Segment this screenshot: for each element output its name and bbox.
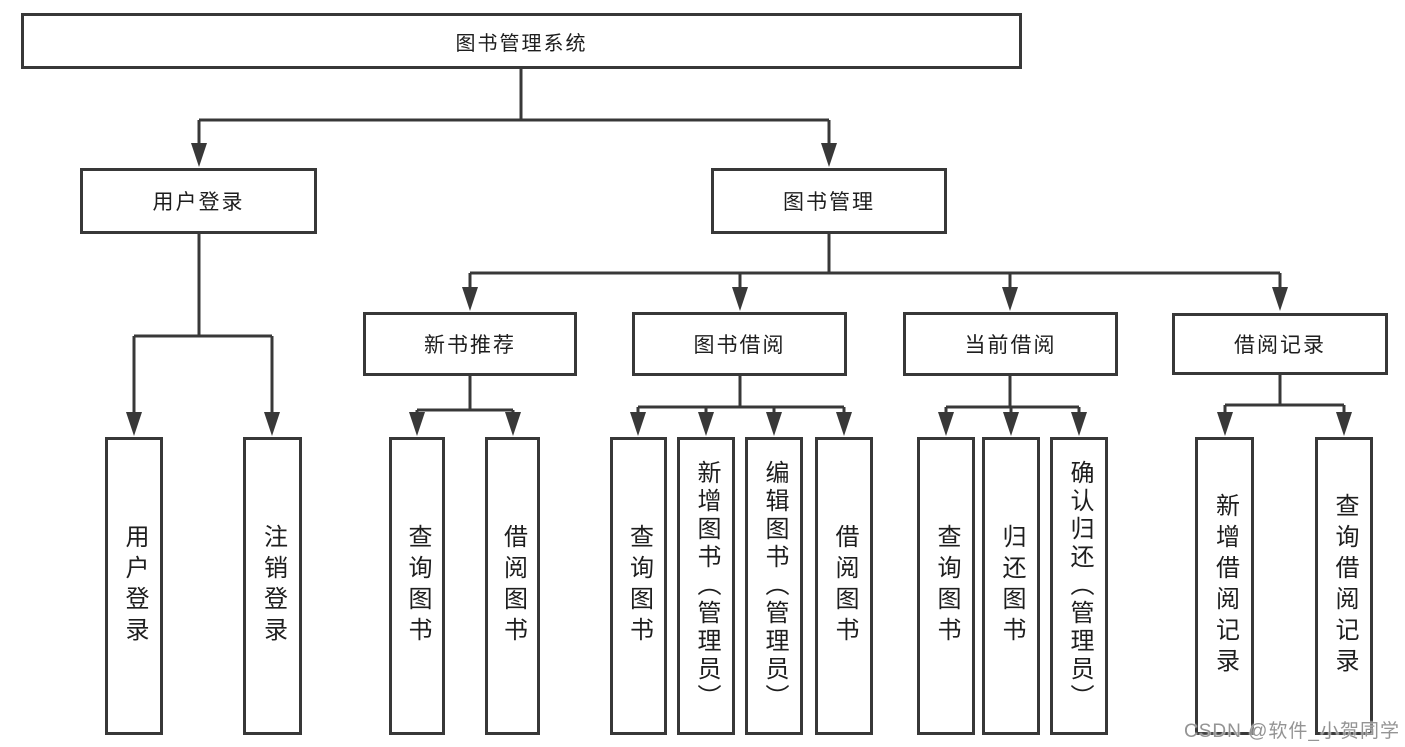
- leaf-query-books-borrowing-label: 查询图书: [625, 524, 653, 648]
- leaf-query-books-current-label: 查询图书: [933, 524, 960, 648]
- leaf-add-books-admin-label: 新增图书（管理员）: [693, 460, 720, 712]
- node-book-borrowing-label: 图书借阅: [693, 334, 786, 357]
- node-book-management: 图书管理: [711, 168, 947, 234]
- leaf-confirm-return-admin-label: 确认归还（管理员）: [1066, 460, 1093, 712]
- leaf-user-login: 用户登录: [105, 437, 163, 735]
- leaf-borrow-books: 借阅图书: [815, 437, 873, 735]
- leaf-query-borrow-record: 查询借阅记录: [1315, 437, 1373, 735]
- leaf-add-borrow-record: 新增借阅记录: [1195, 437, 1254, 735]
- leaf-add-borrow-record-label: 新增借阅记录: [1211, 493, 1239, 679]
- leaf-confirm-return-admin: 确认归还（管理员）: [1050, 437, 1108, 735]
- leaf-add-books-admin: 新增图书（管理员）: [677, 437, 735, 735]
- leaf-query-books-recommend: 查询图书: [389, 437, 445, 735]
- node-borrowing-records: 借阅记录: [1172, 313, 1388, 375]
- node-user-login-label: 用户登录: [152, 191, 245, 214]
- node-current-borrowing-label: 当前借阅: [964, 334, 1057, 357]
- leaf-borrow-books-label: 借阅图书: [831, 524, 858, 648]
- leaf-borrow-books-recommend-label: 借阅图书: [499, 524, 527, 648]
- leaf-return-books: 归还图书: [982, 437, 1040, 735]
- leaf-logout-label: 注销登录: [259, 524, 287, 648]
- node-root-label: 图书管理系统: [455, 32, 588, 55]
- leaf-query-books-current: 查询图书: [917, 437, 975, 735]
- leaf-query-books-borrowing: 查询图书: [610, 437, 667, 735]
- leaf-edit-books-admin-label: 编辑图书（管理员）: [761, 460, 788, 712]
- node-user-login: 用户登录: [80, 168, 317, 234]
- node-new-book-recommend-label: 新书推荐: [424, 334, 516, 357]
- leaf-return-books-label: 归还图书: [998, 524, 1025, 648]
- leaf-logout: 注销登录: [243, 437, 302, 735]
- node-book-borrowing: 图书借阅: [632, 312, 847, 376]
- node-new-book-recommend: 新书推荐: [363, 312, 577, 376]
- node-book-management-label: 图书管理: [783, 191, 875, 214]
- leaf-query-books-recommend-label: 查询图书: [404, 524, 431, 648]
- leaf-query-borrow-record-label: 查询借阅记录: [1331, 493, 1358, 679]
- leaf-edit-books-admin: 编辑图书（管理员）: [745, 437, 803, 735]
- leaf-borrow-books-recommend: 借阅图书: [485, 437, 540, 735]
- csdn-watermark: CSDN @软件_小贺同学: [1184, 721, 1400, 742]
- node-root-library-system: 图书管理系统: [21, 13, 1022, 69]
- node-borrowing-records-label: 借阅记录: [1234, 334, 1326, 357]
- leaf-user-login-label: 用户登录: [121, 524, 148, 648]
- node-current-borrowing: 当前借阅: [903, 312, 1118, 376]
